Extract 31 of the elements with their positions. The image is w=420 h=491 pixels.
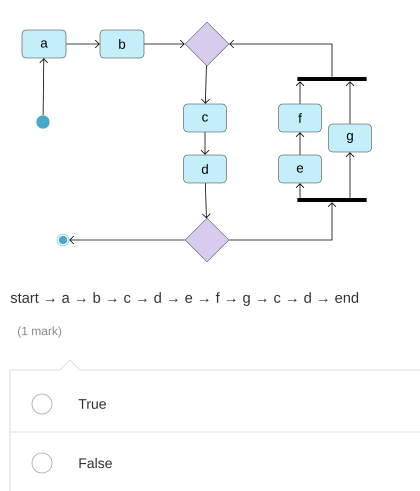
arrow: [66, 40, 100, 48]
arrow: [296, 81, 304, 104]
activity-box: a: [22, 30, 66, 58]
question-text: start → a → b → c → d → e → f → g → c → d → end: [10, 292, 358, 306]
arrow: [296, 183, 304, 198]
arrow: [200, 132, 210, 155]
arrow: [229, 40, 332, 78]
activity-box: e: [278, 154, 322, 184]
decision-diamond: [184, 22, 230, 66]
arrow: [346, 81, 354, 124]
start-node: [36, 115, 50, 129]
activity-box: c: [183, 104, 227, 132]
option-text: False: [79, 458, 112, 468]
arrow: [144, 40, 185, 48]
arrow: [39, 58, 48, 116]
sync-bar: [297, 77, 367, 81]
end-node: [56, 234, 70, 246]
sync-bar: [297, 198, 367, 202]
arrow: [296, 132, 304, 156]
activity-box: g: [328, 124, 372, 152]
activity-box: b: [100, 30, 144, 58]
arrow: [69, 236, 186, 244]
arrow: [228, 202, 336, 240]
arrow: [346, 152, 354, 198]
arrow: [202, 182, 211, 218]
activity-box: d: [183, 154, 227, 184]
mark-note: (1 mark): [18, 326, 62, 338]
arrow: [201, 65, 210, 104]
option-text: True: [78, 399, 106, 409]
activity-box: f: [278, 104, 322, 132]
decision-diamond: [184, 218, 230, 262]
